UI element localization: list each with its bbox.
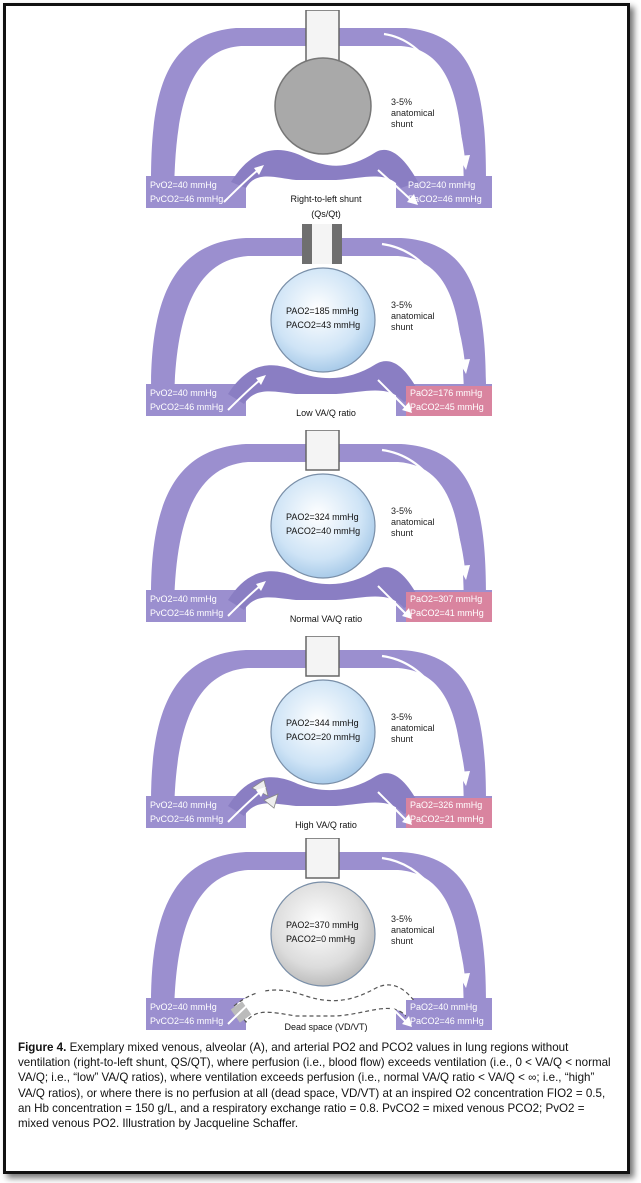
- airway-lumen: [312, 224, 332, 264]
- alveolar-po2: PAO2=344 mmHg: [286, 718, 359, 728]
- arterial-pco2: PaCO2=21 mmHg: [410, 814, 484, 824]
- venous-inflow-vessel: [146, 176, 246, 208]
- alveolus-collapsed: [274, 57, 372, 155]
- alveolar-po2: PAO2=370 mmHg: [286, 920, 359, 930]
- venous-pco2: PvCO2=46 mmHg: [150, 194, 223, 204]
- venous-pco2: PvCO2=46 mmHg: [150, 402, 223, 412]
- capillary-vessel: [228, 567, 420, 610]
- alveolar-pco2: PACO2=40 mmHg: [286, 526, 360, 536]
- venous-po2: PvO2=40 mmHg: [150, 388, 217, 398]
- arterial-flow-arrow: [377, 993, 407, 1023]
- arterial-box: [406, 798, 492, 828]
- arterial-flow-arrow: [377, 585, 407, 615]
- venous-flow-arrow: [227, 993, 261, 1025]
- venous-pco2: PvCO2=46 mmHg: [150, 1016, 223, 1026]
- alveolar-pco2: PACO2=43 mmHg: [286, 320, 360, 330]
- figure-label: Figure 4.: [18, 1041, 67, 1054]
- arterial-po2: PaO2=326 mmHg: [410, 800, 482, 810]
- venous-inflow-vessel: [146, 590, 246, 622]
- venous-inflow-vessel: [146, 796, 246, 828]
- alveolus: [270, 679, 376, 785]
- capillary-vessel: [231, 149, 418, 188]
- venous-flow-arrow: [227, 379, 261, 411]
- airway-tube: [305, 636, 340, 677]
- arterial-po2: PaO2=307 mmHg: [410, 594, 482, 604]
- shunt-flow-arrow: [383, 32, 466, 161]
- airway-tube: [305, 430, 340, 471]
- arterial-box: [406, 592, 492, 622]
- arterial-po2: PaO2=40 mmHg: [410, 1002, 477, 1012]
- airway-tube: [305, 838, 340, 879]
- arterial-flow-arrow: [377, 791, 407, 821]
- capillary-vessel: [228, 773, 420, 816]
- panel-caption: High VA/Q ratio: [295, 820, 357, 830]
- arterial-pco2: PaCO2=45 mmHg: [410, 402, 484, 412]
- venous-flow-arrow: [227, 585, 261, 617]
- alveolar-pco2: PACO2=0 mmHg: [286, 934, 355, 944]
- figure-caption-text: Exemplary mixed venous, alveolar (A), an…: [18, 1041, 611, 1131]
- arterial-flow-arrow: [377, 169, 412, 201]
- arterial-flow-arrow: [377, 379, 407, 409]
- arterial-po2: PaO2=176 mmHg: [410, 388, 482, 398]
- arterial-pco2: PaCO2=41 mmHg: [410, 608, 484, 618]
- shunt-flow-arrow: [381, 654, 466, 777]
- panel-caption-secondary: (Qs/Qt): [311, 209, 341, 219]
- dead-space-capillary: [233, 984, 421, 1024]
- arterial-pco2: PaCO2=46 mmHg: [410, 1016, 484, 1026]
- constricted-capillary-right: [263, 793, 279, 809]
- shunt-flow-arrow: [381, 448, 466, 571]
- venous-flow-arrow: [223, 169, 259, 203]
- arterial-pco2: PaCO2=46 mmHg: [408, 194, 482, 204]
- venous-pco2: PvCO2=46 mmHg: [150, 814, 223, 824]
- alveolus: [270, 881, 376, 987]
- venous-flow-arrow: [227, 791, 261, 823]
- panel-caption: Right-to-left shunt: [290, 194, 362, 204]
- venous-pco2: PvCO2=46 mmHg: [150, 608, 223, 618]
- arterial-po2: PaO2=40 mmHg: [408, 180, 475, 190]
- arterial-box: [406, 386, 492, 416]
- alveolus: [270, 473, 376, 579]
- venous-inflow-vessel: [146, 384, 246, 416]
- venous-po2: PvO2=40 mmHg: [150, 1002, 217, 1012]
- shunt-flow-arrow: [381, 242, 466, 365]
- arterial-box: [406, 1000, 492, 1030]
- venous-inflow-vessel: [146, 998, 246, 1030]
- alveolar-po2: PAO2=185 mmHg: [286, 306, 359, 316]
- venous-po2: PvO2=40 mmHg: [150, 180, 217, 190]
- alveolar-po2: PAO2=324 mmHg: [286, 512, 359, 522]
- panel-caption: Dead space (VD/VT): [284, 1022, 367, 1032]
- anatomical-shunt-vessel: [151, 28, 486, 206]
- panel-caption: Normal VA/Q ratio: [290, 614, 362, 624]
- alveolus: [270, 267, 376, 373]
- capillary-vessel: [228, 361, 420, 404]
- venous-po2: PvO2=40 mmHg: [150, 800, 217, 810]
- shunt-flow-arrow: [381, 856, 466, 979]
- panel-caption: Low VA/Q ratio: [296, 408, 356, 418]
- figure-caption: Figure 4. Exemplary mixed venous, alveol…: [18, 1040, 618, 1131]
- venous-po2: PvO2=40 mmHg: [150, 594, 217, 604]
- alveolar-pco2: PACO2=20 mmHg: [286, 732, 360, 742]
